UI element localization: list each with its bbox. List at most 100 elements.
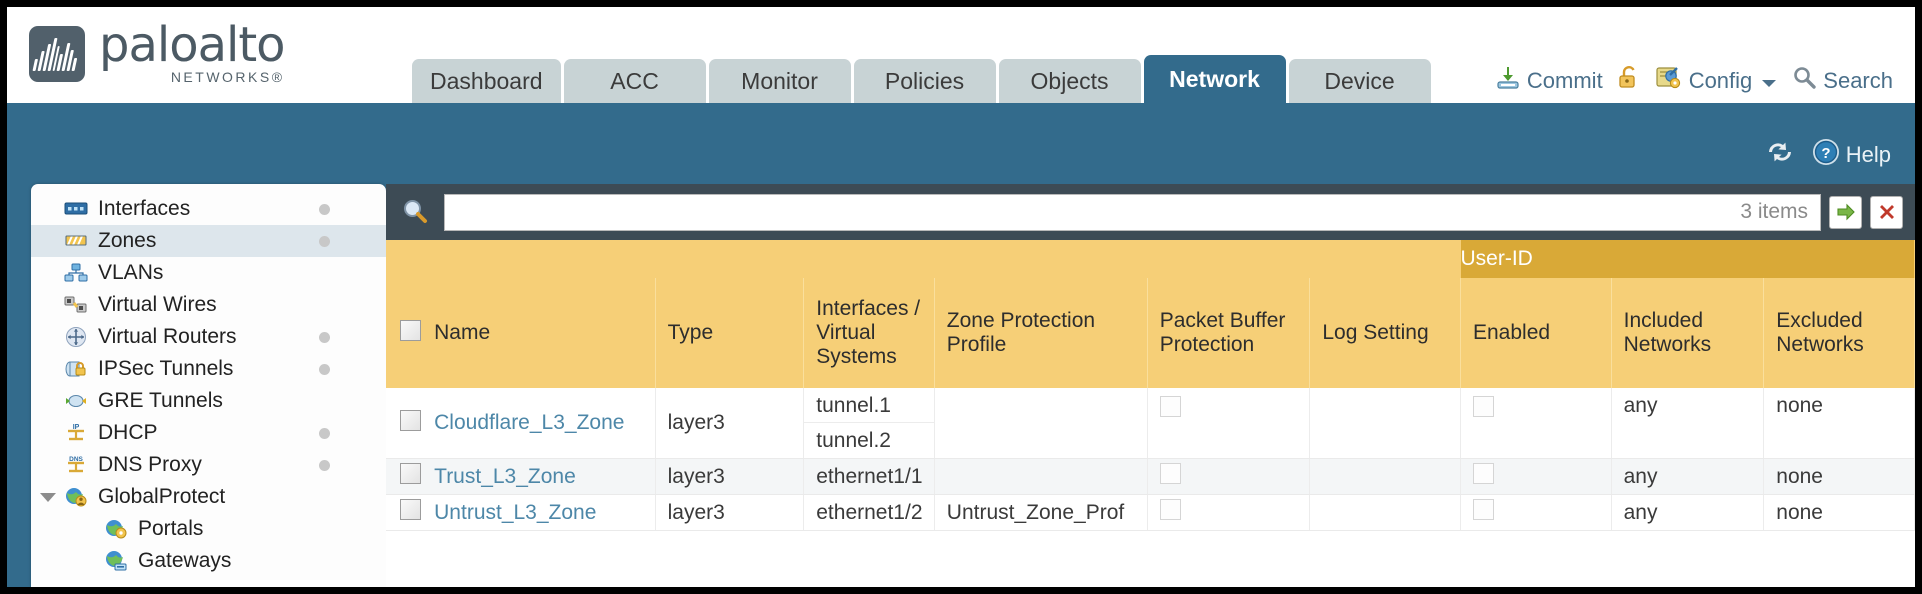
row-checkbox[interactable] [400, 463, 421, 484]
config-key-icon [1655, 65, 1683, 97]
col-header-type[interactable]: Type [655, 278, 805, 388]
sidebar-label: VLANs [98, 261, 164, 284]
table-row[interactable]: Cloudflare_L3_Zone layer3 tunnel.1 tunne… [386, 388, 1915, 459]
cell-type: layer3 [655, 388, 805, 459]
apply-filter-button[interactable] [1829, 195, 1862, 229]
sidebar-item-globalprotect[interactable]: GlobalProtect [31, 481, 386, 513]
sidebar-item-ipsec-tunnels[interactable]: IPSec Tunnels [31, 353, 386, 385]
tab-device[interactable]: Device [1288, 59, 1431, 103]
cell-name[interactable]: Cloudflare_L3_Zone [422, 388, 656, 459]
col-header-excluded-networks[interactable]: Excluded Networks [1763, 278, 1915, 388]
zones-table: User-ID Name Type Interfaces / Virtual S… [386, 240, 1915, 531]
ipsec-tunnels-icon [63, 358, 89, 380]
chevron-down-icon [1761, 68, 1777, 94]
refresh-button[interactable] [1765, 139, 1795, 170]
col-header-user-id-enabled[interactable]: Enabled [1460, 278, 1612, 388]
tab-monitor[interactable]: Monitor [708, 59, 851, 103]
group-header-user-id: User-ID [1460, 240, 1915, 278]
zone-name-link[interactable]: Cloudflare_L3_Zone [434, 411, 625, 434]
cell-zone-protection-profile [934, 388, 1148, 459]
commit-button[interactable]: Commit [1495, 65, 1603, 97]
col-header-log-setting[interactable]: Log Setting [1309, 278, 1461, 388]
padlock-icon [1617, 65, 1641, 97]
dhcp-icon: IP [63, 422, 89, 444]
expand-caret-icon[interactable] [40, 492, 56, 502]
network-sidebar: Interfaces Zones VLANs Vir [31, 184, 386, 587]
config-menu[interactable]: Config [1655, 65, 1778, 97]
cell-zone-protection-profile: Untrust_Zone_Prof [934, 494, 1148, 531]
row-checkbox[interactable] [400, 409, 421, 431]
user-id-enabled-checkbox[interactable] [1473, 499, 1494, 520]
table-row[interactable]: Untrust_L3_Zone layer3 ethernet1/2 Untru… [386, 494, 1915, 531]
sidebar-item-gateways[interactable]: Gateways [31, 545, 386, 577]
sidebar-item-virtual-wires[interactable]: Virtual Wires [31, 289, 386, 321]
commit-download-icon [1495, 65, 1521, 97]
tab-network[interactable]: Network [1143, 55, 1286, 103]
filter-search-icon[interactable] [394, 197, 436, 227]
sidebar-item-gre-tunnels[interactable]: GRE Tunnels [31, 385, 386, 417]
clear-filter-button[interactable] [1870, 195, 1903, 229]
zone-name-link[interactable]: Trust_L3_Zone [434, 464, 576, 488]
row-select-cell[interactable] [386, 458, 423, 495]
cell-type: layer3 [655, 494, 805, 531]
col-header-included-networks[interactable]: Included Networks [1611, 278, 1765, 388]
status-dot [319, 203, 330, 215]
cell-log-setting [1309, 458, 1461, 495]
zones-main-panel: 3 items [386, 184, 1915, 587]
select-all-header[interactable] [386, 278, 423, 388]
tab-acc[interactable]: ACC [563, 59, 706, 103]
lock-button[interactable] [1617, 65, 1641, 97]
item-count-label: 3 items [1740, 200, 1808, 223]
row-select-cell[interactable] [386, 388, 423, 459]
col-header-packet-buffer-protection[interactable]: Packet Buffer Protection [1147, 278, 1311, 388]
sidebar-item-dns-proxy[interactable]: DNS DNS Proxy [31, 449, 386, 481]
cell-name[interactable]: Trust_L3_Zone [422, 458, 656, 495]
cell-name[interactable]: Untrust_L3_Zone [422, 494, 656, 531]
cell-packet-buffer-protection[interactable] [1147, 388, 1311, 459]
gre-tunnels-icon [63, 390, 89, 412]
search-input[interactable] [457, 195, 1741, 229]
search-button[interactable]: Search [1791, 65, 1893, 97]
user-id-enabled-checkbox[interactable] [1473, 463, 1494, 484]
zone-name-link[interactable]: Untrust_L3_Zone [434, 500, 597, 524]
main-navigation-tabs[interactable]: Dashboard ACC Monitor Policies Objects N… [412, 55, 1431, 103]
cell-packet-buffer-protection[interactable] [1147, 458, 1311, 495]
tab-objects[interactable]: Objects [998, 59, 1141, 103]
zone-filter-field[interactable]: 3 items [444, 193, 1821, 231]
cell-user-id-enabled[interactable] [1460, 458, 1612, 495]
app-header: paloalto NETWORKS® Dashboard ACC Monitor… [7, 7, 1915, 103]
cell-packet-buffer-protection[interactable] [1147, 494, 1311, 531]
help-button[interactable]: ? Help [1811, 137, 1891, 172]
sidebar-item-dhcp[interactable]: IP DHCP [31, 417, 386, 449]
table-row[interactable]: Trust_L3_Zone layer3 ethernet1/1 [386, 458, 1915, 495]
search-icon [1791, 65, 1817, 97]
cell-log-setting [1309, 494, 1461, 531]
cell-user-id-enabled[interactable] [1460, 388, 1612, 459]
sidebar-item-portals[interactable]: Portals [31, 513, 386, 545]
packet-buffer-protection-checkbox[interactable] [1159, 396, 1181, 417]
row-checkbox[interactable] [400, 499, 421, 520]
cell-interfaces: tunnel.1 tunnel.2 [803, 388, 935, 459]
user-id-enabled-checkbox[interactable] [1473, 396, 1494, 417]
tab-policies[interactable]: Policies [853, 59, 996, 103]
sidebar-item-vlans[interactable]: VLANs [31, 257, 386, 289]
sidebar-label: IPSec Tunnels [98, 357, 234, 380]
sidebar-label: DNS Proxy [98, 453, 202, 476]
sidebar-item-virtual-routers[interactable]: Virtual Routers [31, 321, 386, 353]
col-header-zone-protection-profile[interactable]: Zone Protection Profile [934, 278, 1148, 388]
select-all-checkbox[interactable] [400, 319, 421, 341]
sidebar-item-interfaces[interactable]: Interfaces [31, 193, 386, 225]
cell-user-id-enabled[interactable] [1460, 494, 1612, 531]
sidebar-label: Interfaces [98, 197, 191, 220]
col-header-name[interactable]: Name [422, 278, 656, 388]
col-header-interfaces[interactable]: Interfaces / Virtual Systems [803, 278, 935, 388]
sidebar-label: Virtual Routers [98, 325, 237, 348]
packet-buffer-protection-checkbox[interactable] [1159, 499, 1181, 520]
packet-buffer-protection-checkbox[interactable] [1159, 463, 1181, 484]
svg-text:IP: IP [73, 424, 80, 431]
sidebar-item-zones[interactable]: Zones [31, 225, 386, 257]
status-dot [319, 363, 330, 375]
row-select-cell[interactable] [386, 494, 423, 531]
interface-item: ethernet1/2 [816, 501, 923, 524]
tab-dashboard[interactable]: Dashboard [412, 59, 561, 103]
